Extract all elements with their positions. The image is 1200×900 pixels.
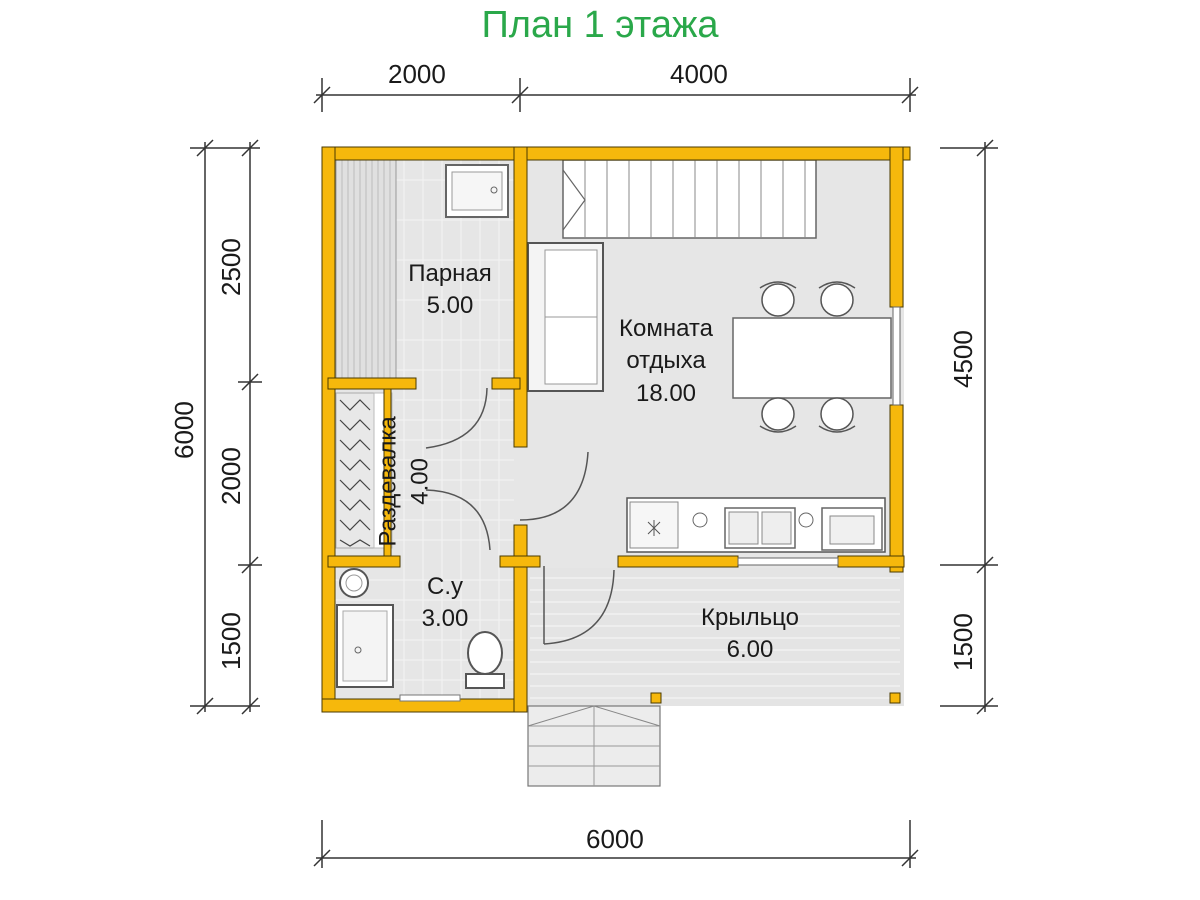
window-marks	[399, 306, 901, 702]
door-swings	[425, 387, 615, 645]
room-wc-area: 3.00	[421, 605, 469, 633]
room-lounge-area: 18.00	[635, 379, 697, 407]
room-steam: Парная 5.00	[390, 258, 510, 323]
sauna-bench	[335, 159, 397, 381]
dim-left-1: 2500	[216, 238, 246, 296]
kitchen-counter	[626, 497, 886, 553]
dim-bottom: 6000	[586, 824, 644, 854]
entrance-steps	[527, 705, 661, 787]
dim-left-3: 1500	[216, 612, 246, 670]
dim-right-2: 1500	[948, 613, 978, 671]
room-changing: Раздевалка 4.00	[373, 411, 438, 551]
room-porch-area: 6.00	[726, 636, 774, 664]
room-wc: С.у 3.00	[400, 571, 490, 636]
staircase	[562, 159, 817, 239]
bathroom-fixtures	[336, 568, 505, 689]
room-steam-area: 5.00	[426, 292, 474, 320]
room-porch: Крыльцо 6.00	[680, 602, 820, 667]
sofa	[527, 242, 604, 392]
dim-top-left: 2000	[388, 59, 446, 89]
room-lounge-name: Комната отдыха	[619, 315, 713, 375]
dim-left-2: 2000	[216, 447, 246, 505]
dimension-lines	[190, 78, 998, 868]
dim-top-right: 4000	[670, 59, 728, 89]
room-changing-name: Раздевалка	[374, 416, 402, 547]
room-wc-name: С.у	[427, 573, 463, 600]
room-changing-area: 4.00	[407, 458, 434, 505]
room-lounge: Комната отдыха 18.00	[596, 313, 736, 410]
sauna-stove	[445, 164, 509, 218]
porch-boards	[530, 577, 900, 699]
room-steam-name: Парная	[408, 260, 492, 287]
dim-right-1: 4500	[948, 330, 978, 388]
dim-left-total: 6000	[169, 401, 199, 459]
room-porch-name: Крыльцо	[701, 604, 799, 631]
dining-table	[732, 281, 892, 433]
plan-title: План 1 этажа	[481, 4, 719, 46]
